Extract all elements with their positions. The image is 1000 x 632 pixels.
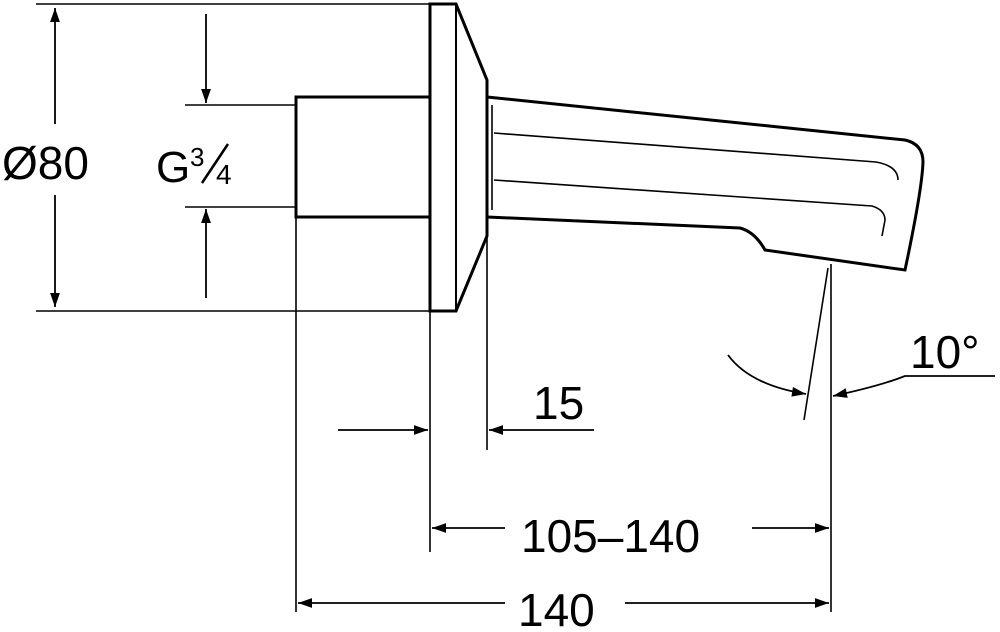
thread-dimension: G 3 4 bbox=[156, 14, 232, 298]
threaded-connector bbox=[294, 95, 430, 219]
projection-dimension: 105–140 bbox=[432, 510, 829, 562]
spout-outline bbox=[294, 2, 925, 313]
diameter-dimension: Ø80 bbox=[2, 8, 89, 307]
thread-fraction-bar bbox=[200, 143, 230, 184]
thread-label: G bbox=[156, 143, 190, 192]
diameter-label: Ø80 bbox=[2, 137, 89, 189]
thread-fraction-denominator: 4 bbox=[216, 159, 232, 190]
total-length-dimension: 140 bbox=[298, 584, 829, 632]
angle-label: 10° bbox=[910, 326, 980, 378]
thread-fraction-numerator: 3 bbox=[190, 142, 204, 172]
thread-prefix: G bbox=[156, 143, 190, 192]
spout-highlight-upper bbox=[493, 132, 899, 181]
total-length-label: 140 bbox=[518, 584, 595, 632]
wall-flange bbox=[428, 2, 489, 313]
flange-label: 15 bbox=[533, 377, 584, 429]
extension-lines bbox=[36, 3, 832, 612]
flange-dimension: 15 bbox=[338, 377, 594, 435]
spout-highlight-lower bbox=[493, 179, 886, 237]
spout-body bbox=[486, 95, 925, 272]
projection-label: 105–140 bbox=[521, 510, 700, 562]
angle-dimension: 10° bbox=[727, 326, 995, 398]
